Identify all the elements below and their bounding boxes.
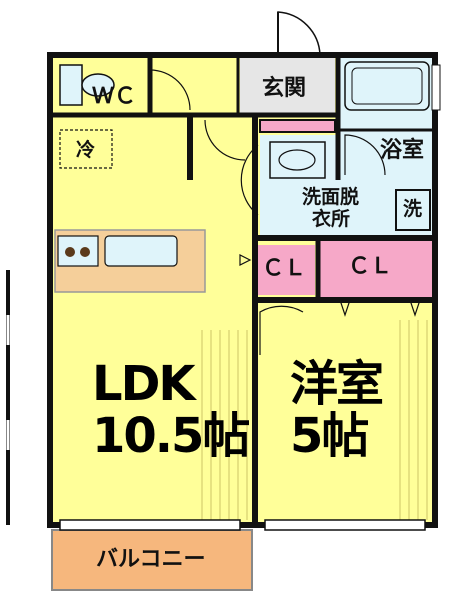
wc-label: ＷＣ: [92, 84, 137, 109]
balcony-label: バルコニー: [96, 547, 206, 572]
western-label-1: 洋室: [290, 356, 384, 412]
washroom-door: [240, 144, 259, 216]
ldk-hatch: [195, 330, 255, 520]
closet2-label: ＣＬ: [348, 254, 393, 279]
stove: [57, 235, 99, 267]
western-door: [259, 305, 304, 355]
bath-label: 浴室: [380, 138, 425, 163]
washroom-label-1: 洗面脱: [302, 186, 360, 208]
toilet-tank: [59, 64, 83, 106]
ldk-label-2: 10.5帖: [92, 408, 250, 464]
bath-door: [344, 134, 386, 176]
washer-box: [395, 189, 431, 231]
window: [59, 519, 241, 531]
washroom-label-2: 衣所: [312, 208, 351, 230]
entrance-door: [277, 11, 321, 56]
sink: [104, 235, 178, 267]
western-hatch: [395, 320, 433, 520]
entrance-floor: [240, 55, 335, 115]
shoe-rack: [259, 119, 336, 133]
washbasin: [269, 141, 326, 179]
window: [431, 64, 441, 111]
burner: [80, 247, 90, 257]
outer-wall: [47, 52, 438, 528]
ldk-label-1: LDK: [92, 356, 196, 412]
closet1-label: ＣＬ: [262, 256, 307, 281]
burner: [65, 247, 75, 257]
window: [264, 519, 426, 531]
wc-door: [149, 69, 191, 111]
bathtub-inner: [351, 67, 423, 105]
washer-label: 洗: [403, 198, 423, 220]
fridge-space: [59, 129, 113, 169]
closet-door-marker: [409, 299, 421, 317]
entrance-label: 玄関: [262, 76, 307, 101]
fridge-label: 冷: [76, 139, 96, 161]
bathtub: [344, 61, 430, 111]
ldk-door: [204, 119, 246, 161]
closet2-floor: [320, 240, 435, 297]
closet-door-marker: [339, 299, 351, 317]
washbasin-bowl: [278, 149, 316, 171]
step-marker: [239, 254, 252, 266]
western-label-2: 5帖: [290, 408, 369, 464]
closet1-floor: [258, 245, 315, 295]
toilet-bowl: [81, 73, 115, 97]
